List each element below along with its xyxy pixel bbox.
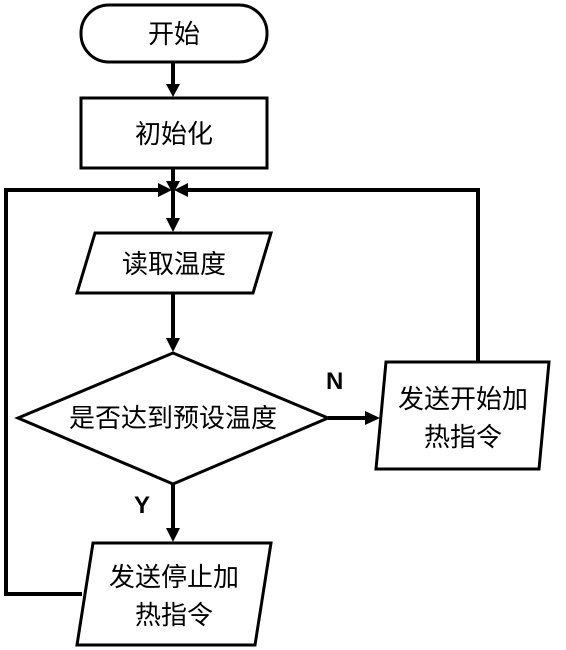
heat-on-label-line2: 热指令 [424, 423, 502, 453]
heat-off-node: 发送停止加 热指令 [75, 541, 273, 647]
heat-on-node: 发送开始加 热指令 [374, 360, 551, 471]
arrowhead-merge-down [166, 181, 180, 194]
start-node: 开始 [79, 3, 269, 64]
arrowhead-read [166, 218, 180, 232]
arrowhead-loop-left [158, 183, 172, 197]
init-node: 初始化 [79, 96, 269, 170]
arrowhead-heatoff [166, 528, 180, 542]
branch-label-no: N [326, 368, 343, 395]
init-label: 初始化 [135, 120, 213, 150]
connectors [4, 62, 480, 596]
arrowhead-init [166, 84, 180, 97]
arrowhead-heaton [365, 411, 380, 425]
read-node: 读取温度 [74, 231, 274, 295]
arrowhead-decision [166, 338, 180, 352]
branch-label-yes: Y [134, 492, 150, 519]
loop-heaton-return [186, 188, 480, 362]
heat-off-label-line1: 发送停止加 [109, 563, 239, 593]
decision-node: 是否达到预设温度 [14, 351, 332, 486]
loop-heatoff-return [4, 188, 160, 596]
heat-on-label-line1: 发送开始加 [398, 385, 528, 415]
arrowhead-loop-right [174, 183, 188, 197]
heat-off-label-line2: 热指令 [135, 601, 213, 631]
start-label: 开始 [148, 20, 200, 50]
read-label: 读取温度 [122, 250, 226, 280]
decision-label: 是否达到预设温度 [69, 404, 277, 434]
